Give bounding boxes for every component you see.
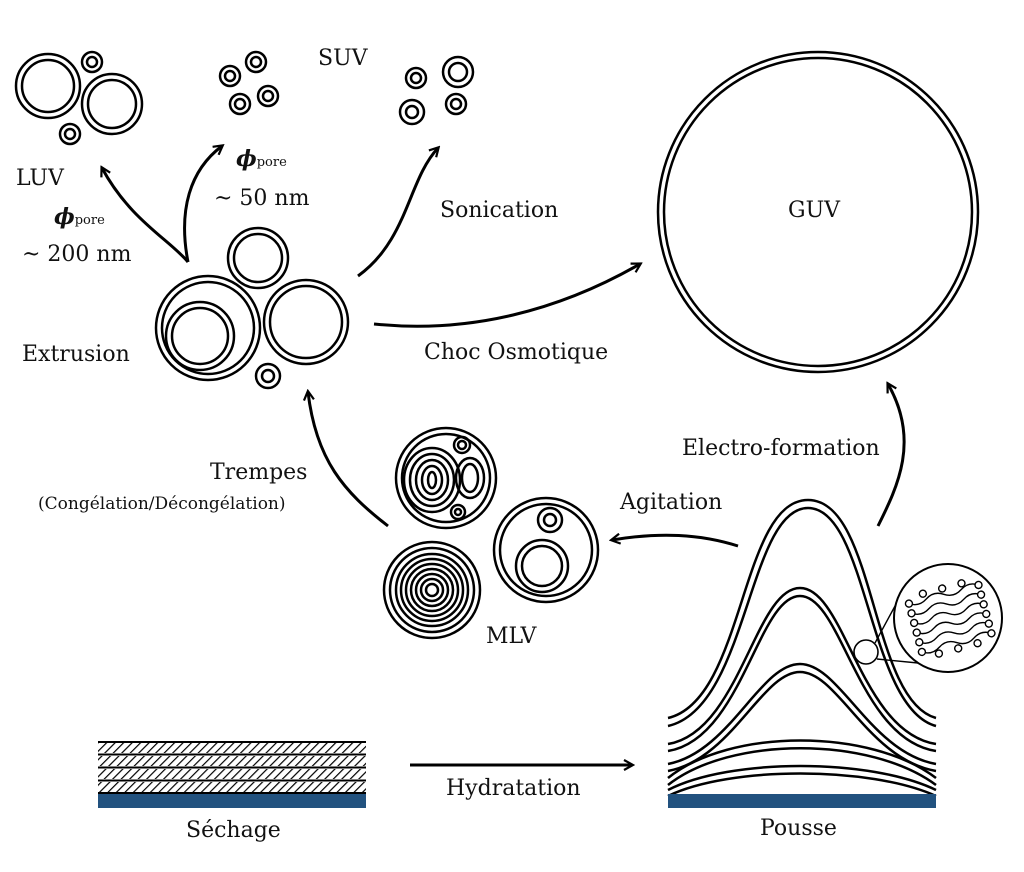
sechage-substrate <box>98 794 366 808</box>
luv-vesicles <box>14 50 144 146</box>
pore-sub-large: pore <box>74 213 105 228</box>
agitation-label: Agitation <box>620 490 723 515</box>
arrow-electro-formation <box>876 384 906 527</box>
arrow-choc-osmotique <box>373 264 640 328</box>
suv-vesicles <box>218 50 280 116</box>
trempes-detail-label: (Congélation/Décongélation) <box>38 494 286 514</box>
guv-label: GUV <box>788 198 841 223</box>
luv-label: LUV <box>16 166 64 191</box>
extrusion-vesicles <box>154 226 350 390</box>
arrow-sonication <box>357 148 438 278</box>
bilayer-zoom-inset <box>853 563 1003 673</box>
pore-large-symbol: ϕpore <box>54 206 105 229</box>
pore-phi: ϕ <box>236 146 257 172</box>
choc-osmotique-label: Choc Osmotique <box>424 340 609 365</box>
electro-formation-label: Electro-formation <box>682 436 880 461</box>
hydratation-label: Hydratation <box>446 776 581 801</box>
sechage-label: Séchage <box>186 818 281 843</box>
pore-small-value: ~ 50 nm <box>214 186 310 211</box>
pousse-substrate <box>668 794 936 808</box>
arrow-to-suv <box>183 146 222 263</box>
pore-large-value: ~ 200 nm <box>22 242 132 267</box>
arrow-agitation <box>612 535 739 548</box>
swelling-bilayers <box>667 498 937 798</box>
arrow-trempes <box>308 392 389 528</box>
mlv-vesicles <box>382 426 600 640</box>
pousse-label: Pousse <box>760 816 837 841</box>
arrow-to-luv <box>102 168 190 263</box>
sonication-label: Sonication <box>440 198 559 223</box>
guv-vesicle <box>656 50 980 374</box>
pore-sub: pore <box>256 155 287 170</box>
sonicated-suv-vesicles <box>398 55 475 126</box>
suv-label: SUV <box>318 46 368 71</box>
trempes-label: Trempes <box>210 460 308 485</box>
extrusion-label: Extrusion <box>22 342 130 367</box>
pore-small-symbol: ϕpore <box>236 148 287 171</box>
dried-lipid-stack <box>98 741 366 808</box>
pore-phi-large: ϕ <box>54 204 75 230</box>
mlv-label: MLV <box>486 624 537 649</box>
